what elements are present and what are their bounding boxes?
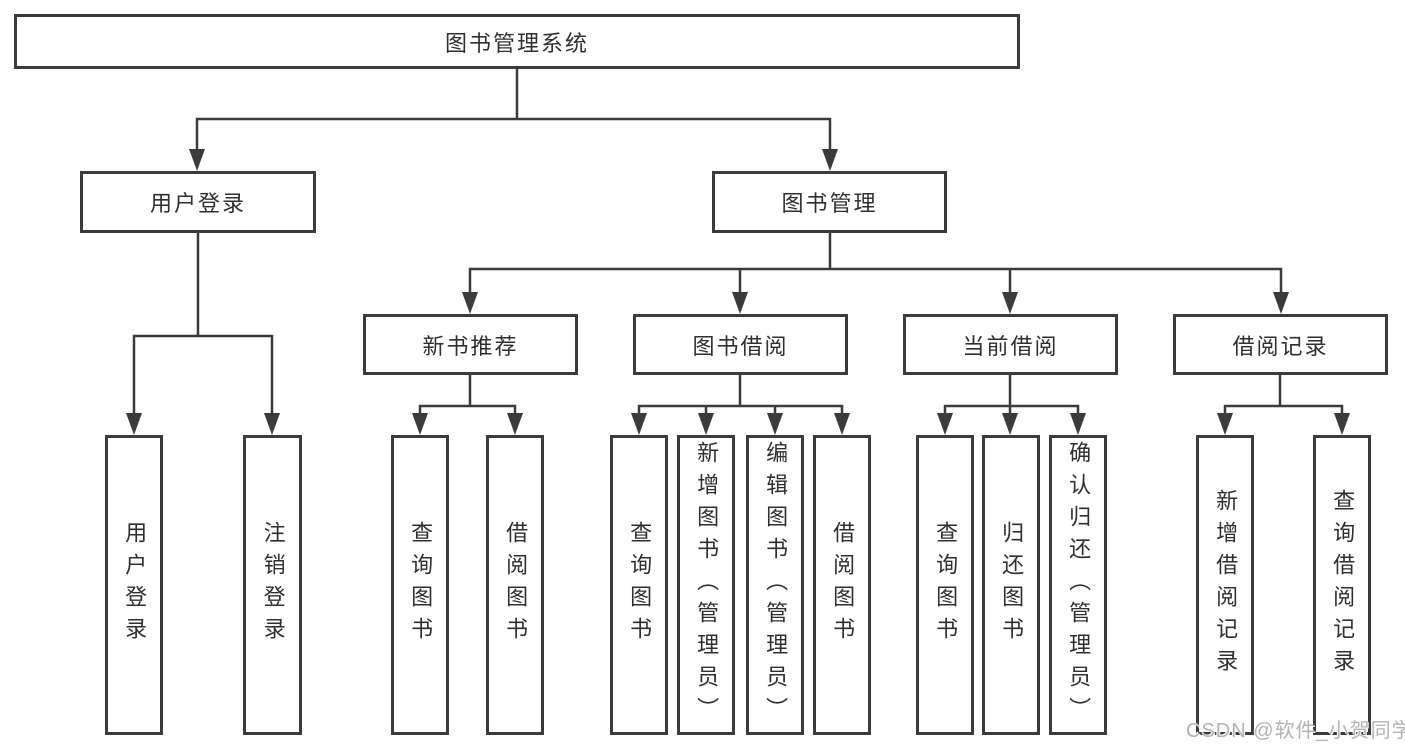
node-book-borrowing: 图书借阅 (633, 314, 848, 375)
leaf-borrow-books-2-label: 借阅图书 (830, 521, 856, 649)
leaf-query-books-2: 查询图书 (610, 435, 668, 735)
node-library-system: 图书管理系统 (14, 14, 1020, 69)
leaf-query-books-3-label: 查询图书 (933, 521, 959, 649)
leaf-add-borrow-record: 新增借阅记录 (1196, 435, 1254, 735)
leaf-query-books-1: 查询图书 (391, 435, 449, 735)
node-book-management: 图书管理 (712, 171, 947, 233)
leaf-query-books-3: 查询图书 (916, 435, 974, 735)
node-current-borrowing: 当前借阅 (903, 314, 1118, 375)
leaf-user-login-label: 用户登录 (122, 521, 148, 649)
node-new-book-recommendation: 新书推荐 (363, 314, 578, 375)
leaf-confirm-return-admin: 确认归还（管理员） (1049, 435, 1107, 735)
leaf-add-book-admin-label: 新增图书（管理员） (694, 441, 720, 729)
leaf-confirm-return-admin-label: 确认归还（管理员） (1066, 441, 1092, 729)
leaf-add-borrow-record-label: 新增借阅记录 (1213, 489, 1239, 681)
leaf-query-borrow-record-label: 查询借阅记录 (1330, 489, 1356, 681)
leaf-borrow-books-2: 借阅图书 (813, 435, 871, 735)
leaf-borrow-books-1: 借阅图书 (486, 435, 544, 735)
leaf-query-borrow-record: 查询借阅记录 (1313, 435, 1371, 735)
leaf-query-books-2-label: 查询图书 (627, 521, 653, 649)
node-user-login: 用户登录 (80, 171, 316, 233)
leaf-user-login: 用户登录 (105, 435, 163, 735)
watermark-text: CSDN @软件_小贺同学 (1186, 720, 1405, 742)
leaf-edit-book-admin-label: 编辑图书（管理员） (763, 441, 789, 729)
node-borrowing-records: 借阅记录 (1173, 314, 1388, 375)
leaf-add-book-admin: 新增图书（管理员） (677, 435, 735, 735)
leaf-logout: 注销登录 (243, 435, 302, 735)
leaf-return-books-label: 归还图书 (999, 521, 1025, 649)
leaf-borrow-books-1-label: 借阅图书 (503, 521, 529, 649)
leaf-query-books-1-label: 查询图书 (408, 521, 434, 649)
leaf-logout-label: 注销登录 (260, 521, 286, 649)
leaf-return-books: 归还图书 (982, 435, 1040, 735)
leaf-edit-book-admin: 编辑图书（管理员） (746, 435, 804, 735)
